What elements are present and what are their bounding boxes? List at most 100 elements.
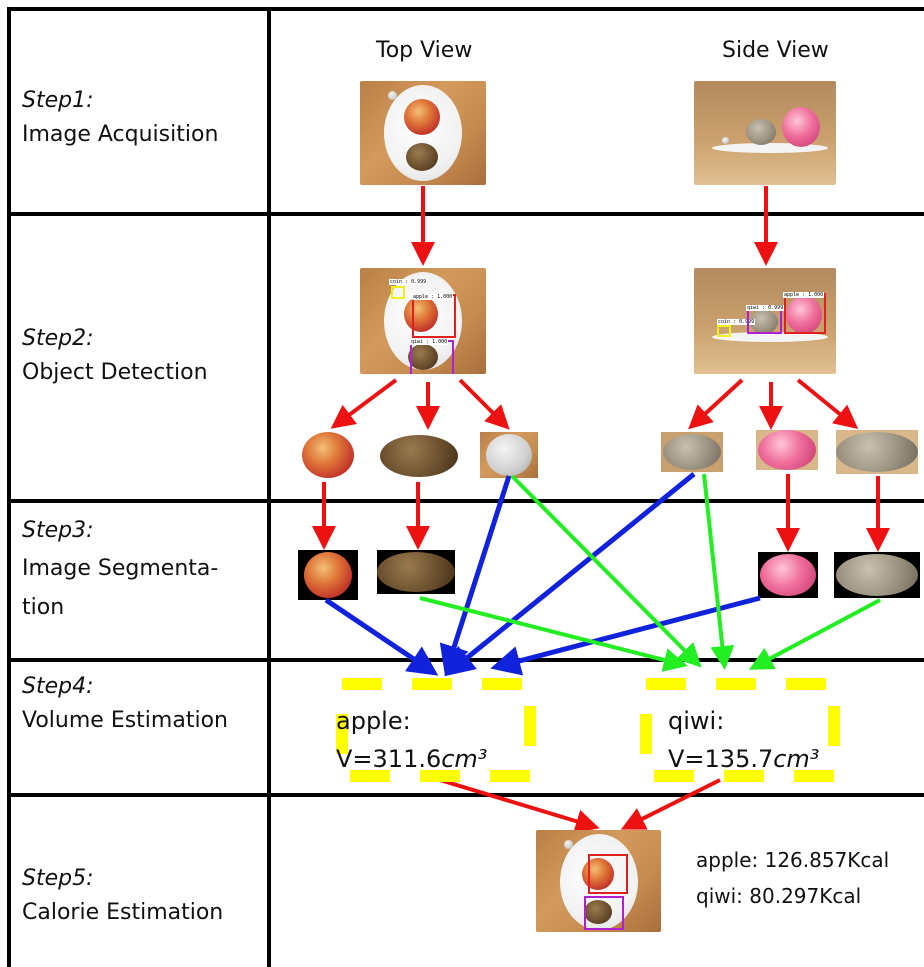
red-arrows	[312, 186, 890, 833]
coin	[663, 434, 721, 470]
table-left-border	[7, 7, 11, 967]
seg-side-apple	[758, 552, 818, 598]
coin-detection-label: coin : 0.999	[717, 319, 756, 325]
arrow-side-detect-to-coin	[688, 378, 744, 430]
qiwi-calorie: qiwi: 80.297Kcal	[696, 884, 862, 908]
crop-top-apple	[297, 432, 359, 478]
arrow-top-coin-to-apple-volume	[439, 475, 512, 676]
row-divider-top	[7, 7, 924, 11]
qiwi-detection-label: qiwi : 1.000	[410, 339, 449, 345]
arrow-side-coin-to-qiwi-volume	[702, 473, 735, 670]
step5-title: Calorie Estimation	[22, 900, 224, 925]
apple	[404, 99, 440, 135]
qiwi-volume-unit: cm³	[773, 745, 820, 773]
step4-title: Volume Estimation	[22, 708, 228, 733]
apple	[758, 430, 816, 470]
step5-label: Step5: Calorie Estimation	[22, 862, 223, 930]
calorie-results: apple: 126.857Kcal qiwi: 80.297Kcal	[696, 842, 889, 914]
coin	[564, 840, 573, 849]
coin-detection-box	[717, 325, 731, 337]
arrow-side-coin-to-apple-volume	[444, 472, 696, 677]
apple-volume-box	[336, 678, 536, 782]
crop-side-apple	[756, 430, 818, 470]
side-apple	[786, 296, 822, 334]
coin	[388, 91, 397, 100]
step1-title: Image Acquisition	[22, 122, 219, 147]
side-view-photo	[694, 81, 836, 185]
apple	[404, 296, 438, 332]
arrow-top-kiwi-seg-to-qiwi-volume	[419, 596, 688, 672]
apple-detection-label: apple : 1.000	[412, 294, 454, 300]
arrow-top-apple-seg-to-apple-volume	[324, 597, 439, 676]
apple	[582, 858, 614, 890]
step3-title-line2: tion	[22, 595, 65, 620]
side-plate	[712, 332, 828, 342]
coin	[486, 434, 532, 476]
apple-volume-unit: cm³	[441, 745, 488, 773]
arrow-top-coin-to-qiwi-volume	[510, 474, 702, 668]
coin-detection-box	[391, 286, 405, 299]
kiwi	[836, 554, 918, 596]
qiwi-volume-value: V=135.7	[668, 745, 774, 773]
kiwi	[406, 143, 438, 171]
row-divider-4	[7, 793, 924, 797]
side-coin	[722, 137, 729, 144]
crop-side-kiwi	[836, 430, 918, 474]
qiwi-volume: qiwi: V=135.7cm³	[668, 702, 819, 778]
step2-label: Step2: Object Detection	[22, 322, 208, 390]
crop-top-kiwi	[380, 432, 458, 478]
crop-side-coin	[661, 432, 723, 472]
calorie-result-photo	[536, 830, 661, 932]
arrow-apple-volume-to-calorie	[439, 778, 600, 833]
arrow-top-detect-to-coin	[458, 378, 510, 430]
qiwi-detection-label: qiwi : 0.999	[746, 305, 785, 311]
kiwi	[836, 432, 918, 472]
top-detection-photo: coin : 0.999 apple : 1.000 qiwi : 1.000	[360, 268, 486, 374]
apple-volume-name: apple:	[336, 707, 411, 735]
side-kiwi	[746, 119, 776, 145]
step4-label: Step4: Volume Estimation	[22, 670, 228, 738]
step1-number: Step1:	[22, 88, 94, 113]
step3-label: Step3: Image Segmenta- tion	[22, 514, 218, 626]
arrow-side-kiwi-seg-to-qiwi-volume	[748, 598, 881, 670]
apple-detection-label: apple : 1.000	[783, 292, 825, 298]
column-divider	[267, 7, 271, 967]
apple-volume-value: V=311.6	[336, 745, 442, 773]
qiwi-volume-name: qiwi:	[668, 707, 725, 735]
side-plate	[712, 143, 828, 153]
row-divider-2	[7, 499, 924, 503]
side-apple	[782, 107, 820, 147]
qiwi-volume-box	[640, 678, 840, 782]
apple-calorie: apple: 126.857Kcal	[696, 848, 890, 872]
arrow-qiwi-volume-to-calorie	[620, 778, 721, 830]
kiwi	[377, 552, 455, 592]
arrow-top-detect-to-apple	[330, 378, 398, 429]
step3-number: Step3:	[22, 518, 94, 543]
apple	[760, 554, 816, 596]
seg-side-kiwi	[834, 552, 920, 598]
kiwi	[408, 344, 438, 370]
seg-top-kiwi	[377, 550, 455, 594]
coin-detection-label: coin : 0.999	[389, 279, 428, 285]
step3-title-line1: Image Segmenta-	[22, 556, 219, 581]
apple-volume-value-line: V=311.6cm³	[336, 740, 487, 778]
side-view-title: Side View	[722, 38, 829, 63]
kiwi	[380, 435, 458, 477]
apple	[304, 552, 352, 598]
apple-result-box	[588, 854, 628, 894]
top-view-photo	[360, 81, 486, 185]
step4-number: Step4:	[22, 674, 94, 699]
apple	[302, 432, 354, 478]
top-view-title: Top View	[376, 38, 473, 63]
step5-number: Step5:	[22, 866, 94, 891]
step2-title: Object Detection	[22, 360, 208, 385]
step2-number: Step2:	[22, 326, 94, 351]
row-divider-1	[7, 212, 924, 216]
crop-top-coin	[480, 432, 538, 478]
arrow-side-detect-to-kiwi	[796, 378, 859, 430]
step1-label: Step1: Image Acquisition	[22, 84, 218, 152]
side-detection-photo: coin : 0.999 qiwi : 0.999 apple : 1.000	[694, 268, 836, 374]
qiwi-volume-value-line: V=135.7cm³	[668, 740, 819, 778]
